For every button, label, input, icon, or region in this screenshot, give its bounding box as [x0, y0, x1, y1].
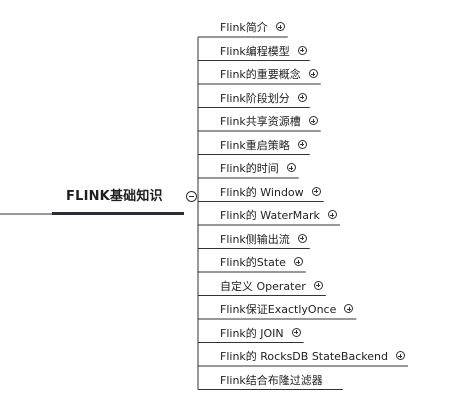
child-node-label[interactable]: Flink保证ExactlyOnce	[220, 303, 337, 316]
child-node-label[interactable]: Flink阶段划分	[220, 91, 290, 105]
child-node-label[interactable]: 自定义 Operater	[220, 279, 306, 293]
expand-plus-icon[interactable]	[395, 351, 405, 360]
expand-plus-icon[interactable]	[327, 210, 337, 219]
child-node-label[interactable]: Flink侧输出流	[220, 232, 290, 246]
expand-plus-icon[interactable]	[297, 92, 307, 102]
child-node-label[interactable]: Flink共享资源槽	[220, 115, 301, 128]
child-node-label[interactable]: Flink的State	[220, 256, 286, 269]
child-node-label[interactable]: Flink重启策略	[220, 138, 290, 152]
child-node-label[interactable]: Flink简介	[220, 21, 268, 34]
child-node-label[interactable]: Flink结合布隆过滤器	[220, 373, 323, 387]
child-node-label[interactable]: Flink的 WaterMark	[220, 209, 320, 222]
child-node-label[interactable]: Flink编程模型	[220, 44, 290, 58]
expand-plus-icon[interactable]	[311, 186, 321, 196]
child-node-label[interactable]: Flink的重要概念	[220, 68, 301, 81]
expand-plus-icon[interactable]	[297, 139, 307, 149]
expand-plus-icon[interactable]	[297, 45, 307, 55]
expand-plus-icon[interactable]	[344, 304, 354, 313]
expand-plus-icon[interactable]	[313, 280, 323, 290]
expand-plus-icon[interactable]	[293, 257, 303, 266]
root-node-label[interactable]: FLINK基础知识	[66, 189, 163, 204]
expand-plus-icon[interactable]	[291, 327, 301, 337]
child-node-label[interactable]: Flink的 RocksDB StateBackend	[220, 350, 388, 363]
expand-plus-icon[interactable]	[286, 163, 296, 172]
child-node-label[interactable]: Flink的时间	[220, 162, 279, 175]
collapse-icon[interactable]	[186, 191, 197, 202]
child-node-label[interactable]: Flink的 Window	[220, 185, 304, 199]
expand-plus-icon[interactable]	[308, 69, 318, 78]
expand-plus-icon[interactable]	[275, 22, 285, 31]
expand-plus-icon[interactable]	[297, 233, 307, 243]
child-node-label[interactable]: Flink的 JOIN	[220, 326, 284, 340]
expand-plus-icon[interactable]	[308, 116, 318, 125]
